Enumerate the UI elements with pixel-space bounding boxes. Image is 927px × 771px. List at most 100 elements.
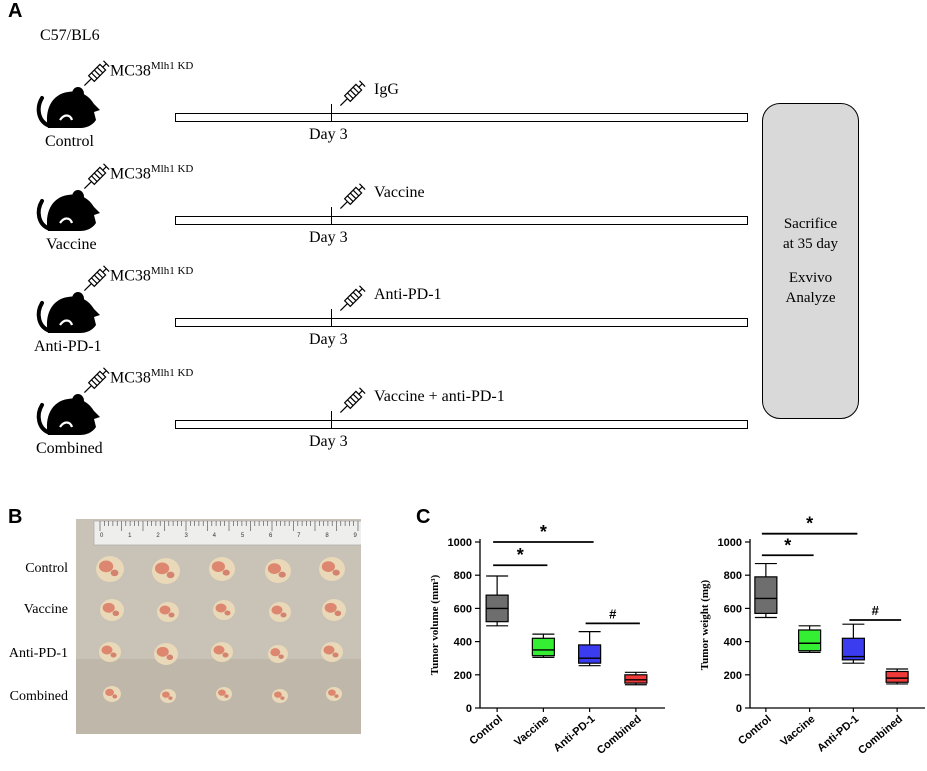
tumor — [319, 557, 345, 581]
tumor — [209, 557, 235, 581]
endpoint-line-2: at 35 day — [783, 236, 838, 252]
cell-line-label: MC38Mlh1 KD — [110, 265, 194, 285]
y-axis-label: Tumor volume (mm³) — [429, 574, 441, 675]
mouse-icon — [36, 87, 100, 128]
tumor — [269, 602, 291, 622]
significance-mark: * — [784, 535, 791, 555]
tumor — [326, 687, 342, 701]
treatment-label: Anti-PD-1 — [374, 286, 442, 303]
box-iqr — [578, 644, 602, 664]
day-label: Day 3 — [309, 331, 348, 348]
y-tick-label: 400 — [724, 637, 742, 649]
timeline-bar — [175, 216, 748, 225]
y-tick-label: 400 — [454, 637, 472, 649]
ruler-tick-label: 6 — [269, 533, 273, 539]
box-iqr — [754, 576, 778, 614]
significance-mark: * — [517, 545, 524, 565]
box-anti-pd-1 — [841, 623, 865, 664]
x-tick-label: Combined — [595, 713, 644, 757]
box-iqr — [841, 637, 865, 661]
day-label: Day 3 — [309, 126, 348, 143]
tumor — [211, 642, 233, 662]
treatment-label: Vaccine — [374, 184, 425, 201]
box-iqr — [531, 637, 555, 657]
y-tick-label: 0 — [466, 703, 472, 715]
group-label: Control — [45, 133, 94, 150]
photo-row-label: Vaccine — [23, 602, 68, 617]
endpoint-line-4: Analyze — [785, 290, 836, 306]
y-tick-label: 600 — [454, 603, 472, 615]
significance-mark: * — [806, 514, 813, 534]
group-label: Vaccine — [46, 236, 97, 253]
tumor — [103, 686, 121, 702]
ruler-tick-label: 8 — [325, 533, 329, 539]
syringe-icon — [83, 367, 110, 394]
day-tick — [331, 104, 333, 122]
tumor — [213, 600, 235, 620]
box-iqr — [624, 674, 648, 684]
syringe-icon — [83, 265, 110, 292]
box-vaccine — [798, 625, 822, 653]
treatment-label: Vaccine + anti-PD-1 — [374, 388, 505, 405]
box-combined — [624, 671, 648, 686]
box-combined — [885, 668, 909, 685]
syringe-icon — [339, 183, 366, 210]
cell-line-label: MC38Mlh1 KD — [110, 60, 194, 80]
tumor — [160, 689, 176, 703]
photo-row-label: Combined — [9, 689, 68, 704]
y-tick-label: 200 — [724, 670, 742, 682]
box-control — [485, 575, 509, 627]
cell-line-superscript: Mlh1 KD — [150, 367, 194, 379]
syringe-icon — [339, 80, 366, 107]
tumor — [272, 689, 288, 703]
x-tick-label: Combined — [856, 713, 905, 757]
box-vaccine — [531, 633, 555, 658]
ruler-tick-label: 4 — [213, 533, 217, 539]
box-anti-pd-1 — [578, 631, 602, 667]
treatment-label: IgG — [374, 81, 399, 98]
strain-label: C57/BL6 — [40, 27, 100, 44]
group-label: Anti-PD-1 — [34, 338, 102, 355]
ruler-tick-label: 9 — [353, 533, 357, 539]
significance-mark: # — [872, 603, 880, 618]
x-tick-label: Vaccine — [778, 713, 817, 749]
x-tick-label: Control — [736, 713, 774, 747]
cell-line-superscript: Mlh1 KD — [150, 60, 194, 72]
endpoint-box: Sacrifice at 35 day Exvivo Analyze — [762, 103, 859, 419]
tumor — [268, 645, 288, 663]
timeline-bar — [175, 318, 748, 327]
cell-line-superscript: Mlh1 KD — [150, 265, 194, 277]
x-tick-label: Anti-PD-1 — [815, 713, 861, 754]
y-tick-label: 1000 — [448, 537, 472, 549]
y-tick-label: 800 — [724, 570, 742, 582]
ruler-tick-label: 7 — [297, 533, 301, 539]
panel-c-letter: C — [416, 506, 431, 528]
endpoint-line-1: Sacrifice — [783, 216, 838, 232]
box-iqr — [798, 629, 822, 652]
syringe-icon — [83, 163, 110, 190]
mouse-icon — [36, 292, 100, 333]
y-axis-label: Tumor weight (mg) — [699, 579, 711, 670]
box-iqr — [885, 670, 909, 683]
day-label: Day 3 — [309, 229, 348, 246]
day-tick — [331, 309, 333, 327]
ruler-tick-label: 1 — [128, 533, 132, 539]
endpoint-line-3: Exvivo — [788, 270, 833, 286]
cell-line-superscript: Mlh1 KD — [150, 163, 194, 175]
syringe-icon — [83, 60, 110, 87]
panel-a-letter: A — [8, 0, 23, 22]
tumor — [321, 642, 343, 662]
syringe-icon — [339, 285, 366, 312]
ruler-tick-label: 5 — [241, 533, 245, 539]
tumor — [96, 556, 124, 582]
x-tick-label: Anti-PD-1 — [551, 713, 597, 754]
cell-line-label: MC38Mlh1 KD — [110, 367, 194, 387]
y-tick-label: 800 — [454, 570, 472, 582]
timeline-bar — [175, 113, 748, 122]
day-tick — [331, 207, 333, 225]
photo-row-label: Anti-PD-1 — [8, 646, 68, 661]
